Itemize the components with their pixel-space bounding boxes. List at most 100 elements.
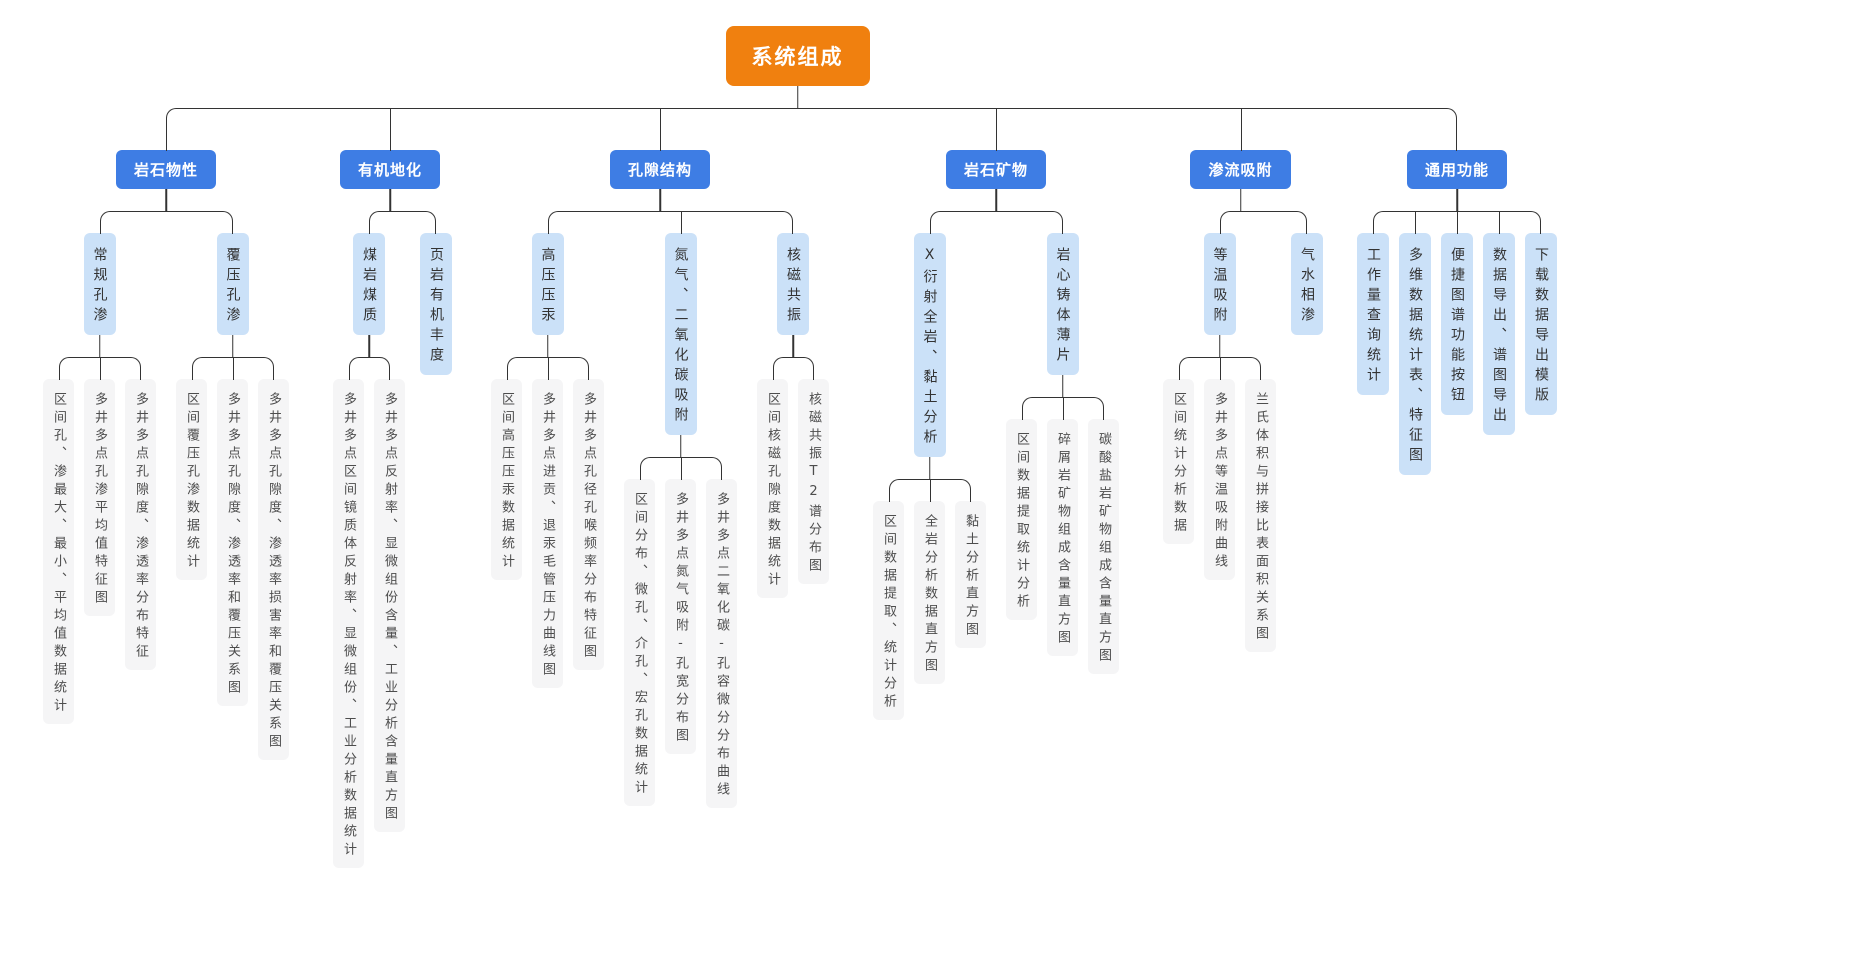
tree-item: 渗流吸附等温吸附区间统计分析数据多井多点等温吸附曲线兰氏体积与拼接比表面积关系图… xyxy=(1141,108,1341,652)
category-node[interactable]: 便捷图谱功能按钮 xyxy=(1441,233,1473,415)
tree-item: 有机地化煤岩煤质多井多点区间镜质体反射率、显微组份、工业分析数据统计多井多点反射… xyxy=(311,108,470,868)
leaf-node[interactable]: 多井多点孔渗平均值特征图 xyxy=(84,379,115,616)
children-row: 工作量查询统计多维数据统计表、特征图便捷图谱功能按钮数据导出、谱图导出下载数据导… xyxy=(1352,189,1562,475)
tree-item: 便捷图谱功能按钮 xyxy=(1436,211,1479,415)
leaf-node[interactable]: 多井多点氮气吸附-孔宽分布图 xyxy=(665,479,696,754)
tree-item: 区间核磁孔隙度数据统计 xyxy=(752,357,794,598)
children-row: 区间高压压汞数据统计多井多点进贡、退汞毛管压力曲线图多井多点孔径孔喉频率分布特征… xyxy=(486,335,609,688)
tree-item: 岩石矿物 X衍射全岩、黏土分析区间数据提取、统计分析全岩分析数据直方图黏土分析直方… xyxy=(851,108,1142,720)
leaf-node[interactable]: 核磁共振T2谱分布图 xyxy=(798,379,829,584)
children-row: X衍射全岩、黏土分析区间数据提取、统计分析全岩分析数据直方图黏土分析直方图岩心铸… xyxy=(863,189,1129,720)
category-node[interactable]: 等温吸附 xyxy=(1203,233,1236,335)
tree-item: 岩心铸体薄片区间数据提取统计分析碎屑岩矿物组成含量直方图碳酸盐岩矿物组成含量直方… xyxy=(995,211,1129,674)
leaf-node[interactable]: 多井多点孔径孔喉频率分布特征图 xyxy=(573,379,604,670)
leaf-node[interactable]: 多井多点二氧化碳-孔容微分分布曲线 xyxy=(706,479,737,808)
leaf-node[interactable]: 区间核磁孔隙度数据统计 xyxy=(757,379,788,598)
category-node[interactable]: 氮气、二氧化碳吸附 xyxy=(664,233,697,435)
tree-item: 多井多点孔渗平均值特征图 xyxy=(79,357,121,616)
tree-item: 多井多点孔隙度、渗透率分布特征 xyxy=(119,357,161,670)
children-row: 区间核磁孔隙度数据统计核磁共振T2谱分布图 xyxy=(752,335,834,598)
branch-node[interactable]: 岩石物性 xyxy=(115,150,216,189)
leaf-node[interactable]: 全岩分析数据直方图 xyxy=(914,501,945,684)
leaf-node[interactable]: 区间分布、微孔、介孔、宏孔数据统计 xyxy=(624,479,655,806)
leaf-node[interactable]: 多井多点孔隙度、渗透率损害率和覆压关系图 xyxy=(258,379,289,760)
branch-row: 岩石物性常规孔渗区间孔、渗最大、最小、平均值数据统计多井多点孔渗平均值特征图多井… xyxy=(21,86,1574,868)
tree-item: 多井多点区间镜质体反射率、显微组份、工业分析数据统计 xyxy=(328,357,370,868)
leaf-node[interactable]: 碳酸盐岩矿物组成含量直方图 xyxy=(1088,419,1119,674)
category-node[interactable]: 下载数据导出模版 xyxy=(1525,233,1557,415)
leaf-node[interactable]: 多井多点反射率、显微组份含量、工业分析含量直方图 xyxy=(374,379,405,832)
leaf-node[interactable]: 多井多点孔隙度、渗透率分布特征 xyxy=(125,379,156,670)
category-node[interactable]: 煤岩煤质 xyxy=(353,233,385,335)
tree-item: 孔隙结构高压压汞区间高压压汞数据统计多井多点进贡、退汞毛管压力曲线图多井多点孔径… xyxy=(469,108,852,808)
tree-item: 核磁共振区间核磁孔隙度数据统计核磁共振T2谱分布图 xyxy=(746,211,839,598)
branch-node[interactable]: 有机地化 xyxy=(339,150,440,189)
tree-item: 多井多点孔径孔喉频率分布特征图 xyxy=(567,357,609,670)
children-row: 等温吸附区间统计分析数据多井多点等温吸附曲线兰氏体积与拼接比表面积关系图气水相渗 xyxy=(1153,189,1328,652)
tree-item: 通用功能工作量查询统计多维数据统计表、特征图便捷图谱功能按钮数据导出、谱图导出下… xyxy=(1339,108,1574,475)
leaf-node[interactable]: 多井多点区间镜质体反射率、显微组份、工业分析数据统计 xyxy=(333,379,364,868)
org-chart: 系统组成岩石物性常规孔渗区间孔、渗最大、最小、平均值数据统计多井多点孔渗平均值特… xyxy=(0,0,1579,868)
leaf-node[interactable]: 多井多点孔隙度、渗透率和覆压关系图 xyxy=(217,379,248,706)
tree-item: 碳酸盐岩矿物组成含量直方图 xyxy=(1082,397,1124,674)
leaf-node[interactable]: 区间覆压孔渗数据统计 xyxy=(176,379,207,580)
category-node[interactable]: 数据导出、谱图导出 xyxy=(1483,233,1515,435)
tree-item: 区间统计分析数据 xyxy=(1158,357,1200,544)
tree-item: 多井多点反射率、显微组份含量、工业分析含量直方图 xyxy=(368,357,410,832)
leaf-node[interactable]: 多井多点进贡、退汞毛管压力曲线图 xyxy=(532,379,563,688)
category-node[interactable]: 气水相渗 xyxy=(1291,233,1323,335)
leaf-node[interactable]: 多井多点等温吸附曲线 xyxy=(1204,379,1235,580)
tree-item: 多井多点孔隙度、渗透率和覆压关系图 xyxy=(212,357,254,706)
leaf-node[interactable]: 区间数据提取、统计分析 xyxy=(873,501,904,720)
leaf-node[interactable]: 碎屑岩矿物组成含量直方图 xyxy=(1047,419,1078,656)
tree-item: X衍射全岩、黏土分析区间数据提取、统计分析全岩分析数据直方图黏土分析直方图 xyxy=(863,211,997,720)
children-row: 煤岩煤质多井多点区间镜质体反射率、显微组份、工业分析数据统计多井多点反射率、显微… xyxy=(323,189,457,868)
tree-item: 岩石物性常规孔渗区间孔、渗最大、最小、平均值数据统计多井多点孔渗平均值特征图多井… xyxy=(21,108,312,760)
leaf-node[interactable]: 区间高压压汞数据统计 xyxy=(491,379,522,580)
category-node[interactable]: 页岩有机丰度 xyxy=(420,233,452,375)
tree-item: 多井多点孔隙度、渗透率损害率和覆压关系图 xyxy=(252,357,294,760)
leaf-node[interactable]: 区间统计分析数据 xyxy=(1163,379,1194,544)
tree-item: 碎屑岩矿物组成含量直方图 xyxy=(1042,397,1084,656)
tree-item: 煤岩煤质多井多点区间镜质体反射率、显微组份、工业分析数据统计多井多点反射率、显微… xyxy=(323,211,416,868)
leaf-node[interactable]: 区间数据提取统计分析 xyxy=(1006,419,1037,620)
category-node[interactable]: X衍射全岩、黏土分析 xyxy=(913,233,946,457)
category-node[interactable]: 工作量查询统计 xyxy=(1357,233,1389,395)
tree-item: 常规孔渗区间孔、渗最大、最小、平均值数据统计多井多点孔渗平均值特征图多井多点孔隙… xyxy=(33,211,167,724)
category-node[interactable]: 覆压孔渗 xyxy=(216,233,249,335)
tree-item: 高压压汞区间高压压汞数据统计多井多点进贡、退汞毛管压力曲线图多井多点孔径孔喉频率… xyxy=(481,211,615,688)
tree-item: 区间数据提取统计分析 xyxy=(1001,397,1043,620)
tree-item: 多维数据统计表、特征图 xyxy=(1394,211,1437,475)
category-node[interactable]: 岩心铸体薄片 xyxy=(1046,233,1079,375)
tree-item: 区间分布、微孔、介孔、宏孔数据统计 xyxy=(619,457,661,806)
tree-item: 区间覆压孔渗数据统计 xyxy=(171,357,213,580)
tree-item: 区间孔、渗最大、最小、平均值数据统计 xyxy=(38,357,80,724)
branch-node[interactable]: 岩石矿物 xyxy=(945,150,1046,189)
tree-item: 覆压孔渗区间覆压孔渗数据统计多井多点孔隙度、渗透率和覆压关系图多井多点孔隙度、渗… xyxy=(165,211,299,760)
children-row: 区间孔、渗最大、最小、平均值数据统计多井多点孔渗平均值特征图多井多点孔隙度、渗透… xyxy=(38,335,161,724)
branch-node[interactable]: 渗流吸附 xyxy=(1190,150,1291,189)
leaf-node[interactable]: 兰氏体积与拼接比表面积关系图 xyxy=(1245,379,1276,652)
category-node[interactable]: 高压压汞 xyxy=(531,233,564,335)
children-row: 区间覆压孔渗数据统计多井多点孔隙度、渗透率和覆压关系图多井多点孔隙度、渗透率损害… xyxy=(171,335,294,760)
tree-item: 数据导出、谱图导出 xyxy=(1478,211,1521,435)
leaf-node[interactable]: 区间孔、渗最大、最小、平均值数据统计 xyxy=(43,379,74,724)
tree-item: 多井多点进贡、退汞毛管压力曲线图 xyxy=(527,357,569,688)
children-row: 区间分布、微孔、介孔、宏孔数据统计多井多点氮气吸附-孔宽分布图多井多点二氧化碳-… xyxy=(619,435,742,808)
leaf-node[interactable]: 黏土分析直方图 xyxy=(955,501,986,648)
tree-item: 工作量查询统计 xyxy=(1352,211,1395,395)
branch-node[interactable]: 通用功能 xyxy=(1406,150,1507,189)
tree-item: 页岩有机丰度 xyxy=(414,211,457,375)
category-node[interactable]: 多维数据统计表、特征图 xyxy=(1399,233,1431,475)
children-row: 多井多点区间镜质体反射率、显微组份、工业分析数据统计多井多点反射率、显微组份含量… xyxy=(328,335,410,868)
category-node[interactable]: 常规孔渗 xyxy=(83,233,116,335)
tree-top-level: 系统组成岩石物性常规孔渗区间孔、渗最大、最小、平均值数据统计多井多点孔渗平均值特… xyxy=(16,26,1579,868)
tree-item: 等温吸附区间统计分析数据多井多点等温吸附曲线兰氏体积与拼接比表面积关系图 xyxy=(1153,211,1287,652)
root-node[interactable]: 系统组成 xyxy=(725,26,870,86)
children-row: 高压压汞区间高压压汞数据统计多井多点进贡、退汞毛管压力曲线图多井多点孔径孔喉频率… xyxy=(481,189,839,808)
tree-item: 核磁共振T2谱分布图 xyxy=(792,357,834,584)
branch-node[interactable]: 孔隙结构 xyxy=(609,150,710,189)
category-node[interactable]: 核磁共振 xyxy=(777,233,809,335)
tree-item: 气水相渗 xyxy=(1285,211,1328,335)
